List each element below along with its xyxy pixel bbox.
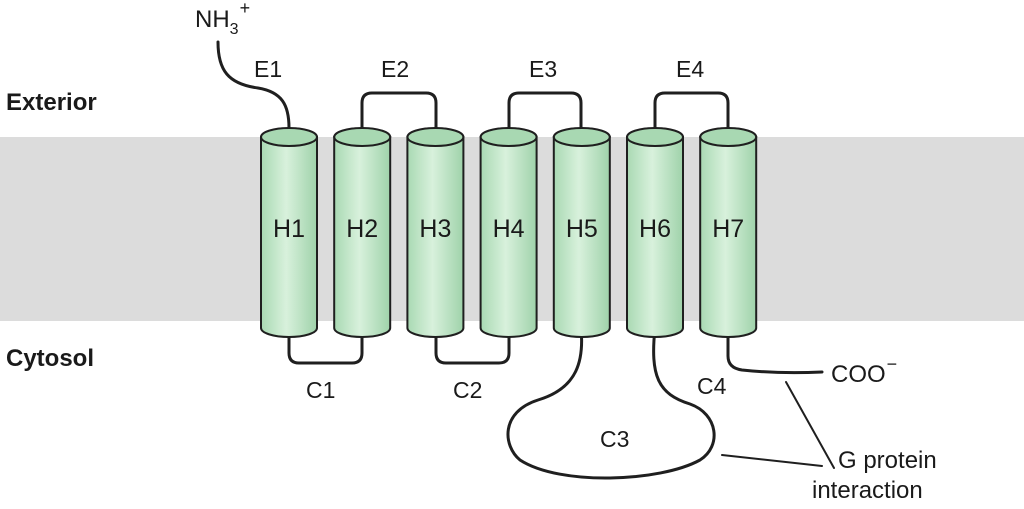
label-e4: E4	[676, 56, 704, 82]
c-terminal-tail	[726, 326, 824, 375]
n-terminus-main: NH	[195, 6, 230, 33]
helix-h6: H6	[626, 127, 684, 338]
label-e1: E1	[254, 56, 282, 82]
helix-label-h7: H7	[712, 215, 744, 243]
helix-cylinder-top	[699, 127, 758, 147]
helix-cylinder-body	[260, 136, 318, 338]
helix-label-h6: H6	[639, 215, 671, 243]
helix-cylinder-top	[406, 127, 465, 147]
label-c1: C1	[306, 377, 335, 403]
n-terminus-label: NH3+	[195, 0, 250, 38]
helix-h5: H5	[552, 127, 611, 338]
label-c3: C3	[600, 426, 629, 452]
pointer-to-c4	[785, 381, 835, 469]
transmembrane-helices: H1 H2 H3 H4 H5 H6 H7	[260, 127, 758, 338]
helix-cylinder-body	[699, 136, 758, 338]
helix-cylinder-body	[479, 136, 538, 338]
helix-cylinder-top	[479, 127, 538, 147]
annotation-line-2: interaction	[812, 477, 923, 504]
helix-cylinder-body	[626, 136, 684, 338]
helix-h7: H7	[699, 127, 758, 338]
label-e2: E2	[381, 56, 409, 82]
c-terminus-label: COO−	[831, 354, 897, 388]
loops-group	[216, 40, 824, 480]
loop-e4	[653, 91, 730, 130]
helix-label-h4: H4	[493, 215, 525, 243]
helix-cylinder-top	[626, 127, 684, 147]
helix-h4: H4	[479, 127, 538, 338]
helix-cylinder-top	[333, 127, 392, 147]
c-terminus-main: COO	[831, 361, 886, 388]
loop-e2	[360, 91, 438, 130]
helix-cylinder-body	[406, 136, 465, 338]
exterior-label: Exterior	[6, 89, 97, 116]
loop-c2	[434, 326, 511, 365]
cytosol-label: Cytosol	[6, 345, 94, 372]
helix-label-h1: H1	[273, 215, 305, 243]
helix-cylinder-top	[260, 127, 318, 147]
helix-cylinder-body	[552, 136, 611, 338]
n-terminus-subscript: 3	[230, 21, 239, 38]
helix-cylinder-top	[552, 127, 611, 147]
pointer-to-c3	[721, 454, 823, 467]
helix-label-h5: H5	[566, 215, 598, 243]
loop-c1	[287, 326, 364, 365]
label-c2: C2	[453, 377, 482, 403]
label-c4: C4	[697, 373, 727, 399]
helix-h1: H1	[260, 127, 318, 338]
c-terminus-superscript: −	[887, 354, 898, 374]
n-terminus-superscript: +	[240, 0, 251, 18]
n-terminal-tail	[216, 40, 291, 130]
loop-c3	[506, 326, 716, 480]
helix-h3: H3	[406, 127, 465, 338]
helix-cylinder-body	[333, 136, 392, 338]
helix-label-h3: H3	[419, 215, 451, 243]
helix-label-h2: H2	[346, 215, 378, 243]
loop-e3	[507, 91, 583, 130]
label-e3: E3	[529, 56, 557, 82]
helix-h2: H2	[333, 127, 392, 338]
annotation-pointers	[721, 381, 835, 469]
annotation-line-1: G protein	[838, 447, 937, 474]
